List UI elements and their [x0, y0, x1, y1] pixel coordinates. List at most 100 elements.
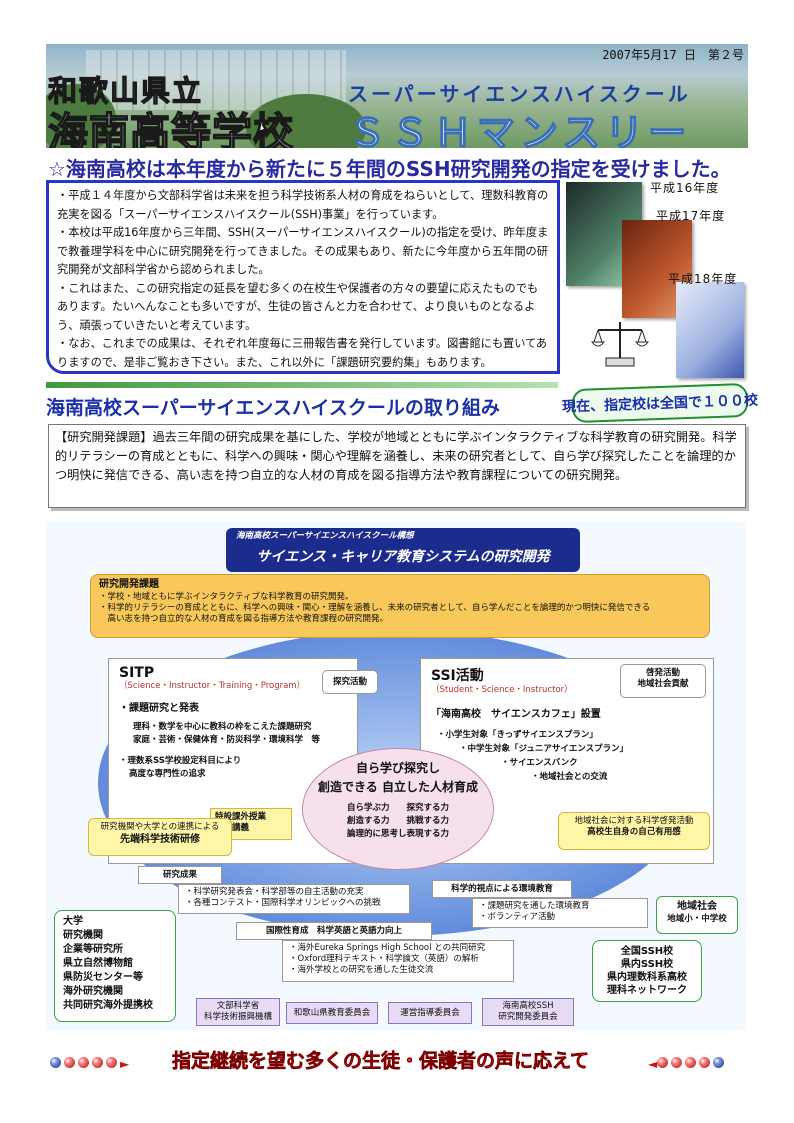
report-cover-h18 [676, 282, 744, 378]
advanced-training-line: 研究機関や大学との連携による [100, 822, 220, 832]
network-item: 全国SSH校 [620, 946, 674, 957]
dot-icon [106, 1057, 117, 1068]
sitp-line: 高度な専門性の追求 [129, 769, 206, 779]
international-title: 国際性育成 科学英語と英語力向上 [236, 922, 432, 940]
dot-icon [685, 1057, 697, 1068]
network-item: 県内理数科系高校 [607, 972, 687, 983]
newsletter-title: ＳＳＨマンスリー [347, 110, 692, 148]
results-box: ・科学研究発表会・科学部等の自主活動の充実 ・各種コンテスト・国際科学オリンピッ… [178, 884, 410, 914]
committee-mext: 文部科学省 科学技術振興機構 [196, 998, 280, 1026]
usefulness-box: 地域社会に対する科学啓発活動 高校生自身の自己有用感 [558, 812, 710, 850]
committee-ssh: 海南高校SSH 研究開発委員会 [482, 998, 574, 1026]
committee-prefecture: 和歌山県教育委員会 [286, 1002, 378, 1024]
sitp-heading: ・理数系SS学校設定科目により [119, 756, 242, 766]
school-name: 海南高等学校 [47, 108, 294, 148]
usefulness-line: 地域社会に対する科学啓発活動 [574, 816, 694, 826]
intro-paragraph: ・これはまた、この研究指定の延長を望む多くの在校生や保護者の方々の要望に応えたも… [57, 281, 539, 332]
sitp-heading: ・課題研究と発表 [119, 703, 199, 714]
research-theme-box: 【研究開発課題】過去三年間の研究成果を基にした、学校が地域とともに学ぶインタラク… [48, 424, 746, 508]
research-task-line: 高い志を持つ自立的な人材の育成を図る指導方法や教育課程の研究開発。 [99, 614, 389, 624]
dot-icon [64, 1057, 75, 1068]
environment-box: ・課題研究を通した環境教育 ・ボランティア活動 [472, 898, 648, 928]
partner-item: 企業等研究所 [63, 944, 123, 955]
ssh-kana-title: スーパーサイエンスハイスクール [348, 82, 691, 106]
community-item: 地域小・中学校 [667, 914, 727, 924]
ssi-item: ・地域社会との交流 [531, 772, 608, 782]
partner-item: 大学 [63, 916, 83, 927]
partner-item: 海外研究機関 [63, 986, 123, 997]
advanced-training-box: 研究機関や大学との連携による 先端科学技術研修 [88, 818, 232, 856]
report-label-h18: 平成18年度 [668, 272, 738, 286]
designated-schools-badge: 現在、指定校は全国で１００校 [562, 382, 758, 424]
research-task-box: 研究開発課題 ・学校・地域ともに学ぶインタラクティブな科学教育の研究開発。 ・科… [90, 574, 710, 638]
dot-icon [50, 1057, 61, 1068]
center-ability: 論理的に思考し表現する力 [346, 829, 449, 839]
network-item: 県内SSH校 [620, 959, 674, 970]
inquiry-activity-tag: 探究活動 [322, 670, 378, 694]
partner-item: 県防災センター等 [63, 972, 143, 983]
environment-title: 科学的視点による環境教育 [432, 880, 572, 898]
partner-item: 研究機関 [63, 930, 103, 941]
ssh-network-box: 全国SSH校 県内SSH校 県内理数科系高校 理科ネットワーク [592, 940, 702, 1002]
international-box: ・海外Eureka Springs High School との共同研究 ・Ox… [282, 940, 514, 982]
sitp-title: SITP [119, 665, 155, 681]
international-item: ・Oxford理科テキスト・科学論文（英語）の解析 [289, 954, 479, 964]
tree-photo [46, 84, 116, 148]
ssi-item: ・サイエンスバンク [501, 758, 578, 768]
concept-title: サイエンス・キャリア教育システムの研究開発 [256, 549, 550, 565]
ssi-title: SSI活動 [431, 668, 484, 684]
international-item: ・海外学校との研究を通した生徒交流 [289, 965, 434, 975]
concept-small-title: 海南高校スーパーサイエンスハイスクール構想 [236, 531, 414, 541]
tree-photo [246, 94, 366, 148]
usefulness-line: 高校生自身の自己有用感 [587, 827, 681, 837]
headline: ☆海南高校は本年度から新たに５年間のSSH研究開発の指定を受けました。 [48, 157, 731, 181]
science-cafe: 「海南高校 サイエンスカフェ」設置 [431, 709, 601, 720]
results-title: 研究成果 [138, 866, 222, 884]
environment-item: ・課題研究を通した環境教育 [479, 901, 590, 911]
concept-title-box: 海南高校スーパーサイエンスハイスクール構想 サイエンス・キャリア教育システムの研… [226, 528, 580, 572]
sitp-line: 理科・数学を中心に教科の枠をこえた課題研究 [133, 722, 312, 732]
arrow-left-icon: ◄ [648, 1057, 658, 1071]
dot-icon [657, 1057, 669, 1068]
advanced-training-line: 先端科学技術研修 [120, 834, 200, 845]
footer-slogan: 指定継続を望む多くの生徒・保護者の声に応えて [172, 1050, 590, 1073]
results-item: ・各種コンテスト・国際科学オリンピックへの挑戦 [185, 898, 381, 908]
partner-item: 県立自然博物館 [63, 958, 133, 969]
center-ability: 自ら学ぶ力 探究する力 [346, 803, 449, 813]
footer-banner: ► 指定継続を望む多くの生徒・保護者の声に応えて ◄ [50, 1046, 750, 1072]
environment-item: ・ボランティア活動 [479, 912, 555, 922]
sitp-line: 家庭・芸術・保健体育・防災科学・環境科学 等 [133, 735, 321, 745]
community-box: 地域社会 地域小・中学校 [656, 896, 738, 934]
balance-scale-icon [590, 322, 650, 367]
ssi-subtitle: （Student・Science・Instructor） [431, 685, 573, 695]
partner-item: 共同研究海外提携校 [63, 1000, 153, 1011]
intro-paragraph: ・本校は平成16年度から三年間、SSH(スーパーサイエンスハイスクール)の指定を… [57, 226, 549, 276]
dot-icon [713, 1057, 725, 1068]
center-goal: 自ら学び探究し 創造できる 自立した人材育成 自ら学ぶ力 探究する力 創造する力… [302, 748, 494, 870]
intro-box: ・平成１４年度から文部科学省は未来を担う科学技術系人材の育成をねらいとして、理数… [46, 180, 560, 374]
center-ability: 創造する力 挑戦する力 [346, 816, 449, 826]
center-goal-line: 自ら学び探究し [355, 761, 440, 775]
sitp-subtitle: （Science・Instructor・Training・Program） [119, 681, 306, 691]
issue-date: 2007年5月17 日 第２号 [602, 48, 744, 62]
section-divider [46, 382, 558, 388]
research-task-line: ・科学的リテラシーの育成とともに、科学への興味・関心・理解を涵養し、未来の研究者… [99, 603, 651, 613]
prefecture-label: 和歌山県立 [47, 73, 204, 108]
center-goal-line: 創造できる 自立した人材育成 [318, 780, 478, 794]
international-item: ・海外Eureka Springs High School との共同研究 [289, 943, 486, 953]
footer-dots-right: ◄ [648, 1053, 727, 1072]
network-item: 理科ネットワーク [607, 985, 687, 996]
report-label-h17: 平成17年度 [656, 209, 726, 223]
section-title: 海南高校スーパーサイエンスハイスクールの取り組み [46, 397, 500, 419]
intro-paragraph: ・なお、これまでの成果は、それぞれ年度毎に三冊報告書を発行しています。図書館にも… [57, 337, 548, 369]
footer-dots-left: ► [50, 1053, 129, 1072]
ssi-item: ・中学生対象「ジュニアサイエンスプラン」 [459, 744, 629, 754]
report-label-h16: 平成16年度 [650, 181, 720, 195]
research-task-line: ・学校・地域ともに学ぶインタラクティブな科学教育の研究開発。 [99, 592, 354, 602]
outreach-tag: 啓発活動 地域社会貢献 [620, 664, 706, 698]
community-item: 地域社会 [677, 901, 717, 912]
ssi-item: ・小学生対象「きっずサイエンスプラン」 [437, 730, 598, 740]
partner-institutions-box: 大学 研究機関 企業等研究所 県立自然博物館 県防災センター等 海外研究機関 共… [54, 910, 176, 1022]
results-item: ・科学研究発表会・科学部等の自主活動の充実 [185, 887, 364, 897]
dot-icon [78, 1057, 89, 1068]
